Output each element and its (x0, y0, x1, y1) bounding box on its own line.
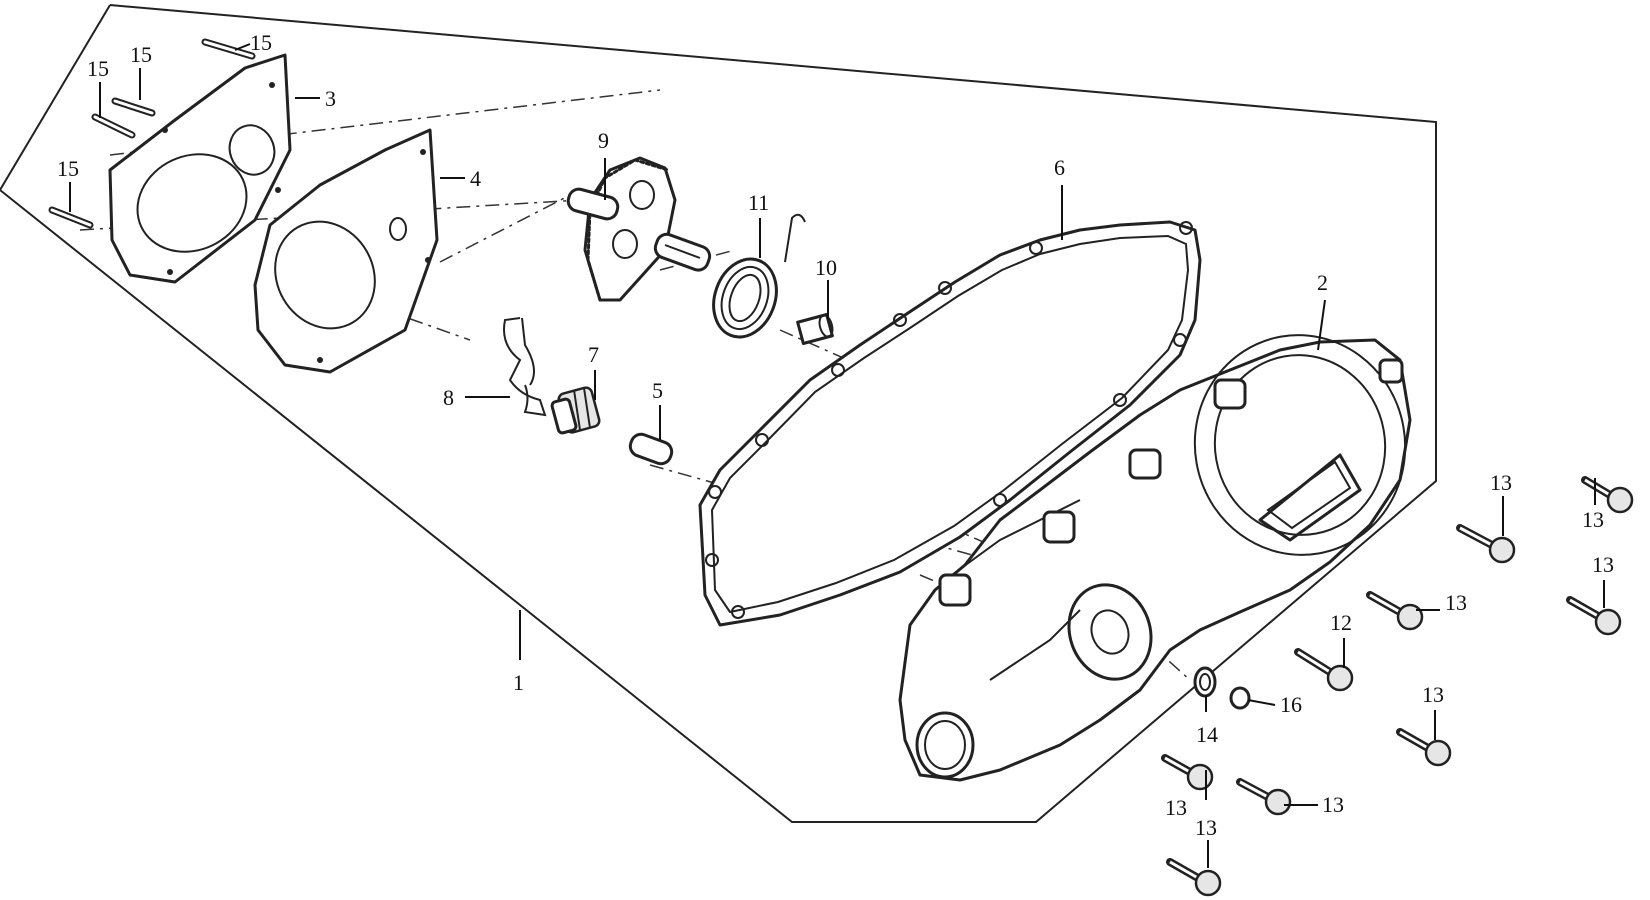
bolt-13-f (1161, 754, 1214, 791)
bolt-13-d (1566, 596, 1622, 636)
callout-6: 6 (1054, 155, 1065, 180)
callout-13e: 13 (1422, 682, 1444, 707)
part-4-gasket (253, 128, 439, 374)
callout-8: 8 (443, 385, 454, 410)
screw-15-mid (91, 113, 136, 139)
screw-15-top (201, 38, 256, 60)
callout-13b: 13 (1582, 507, 1604, 532)
part-6-gasket (698, 220, 1202, 627)
callout-9: 9 (598, 128, 609, 153)
callout-15b: 15 (130, 42, 152, 67)
part-7-pinion (550, 386, 601, 435)
part-14-washer (1193, 666, 1217, 698)
callout-15d: 15 (57, 156, 79, 181)
part-10-bushing (796, 312, 834, 346)
callout-labels: 1 2 3 4 5 6 7 8 9 10 11 12 13 13 13 13 1… (57, 30, 1614, 840)
part-15-screws (48, 38, 256, 229)
assembly-1-boundary (0, 4, 1437, 823)
callout-13f: 13 (1165, 795, 1187, 820)
callout-13g: 13 (1322, 792, 1344, 817)
part-5-pin (628, 432, 674, 466)
callout-3: 3 (325, 86, 336, 111)
leader-lines (69, 43, 1605, 868)
callout-4: 4 (470, 166, 481, 191)
part-11-spring (712, 213, 806, 339)
callout-15c: 15 (87, 56, 109, 81)
callout-13a: 13 (1490, 470, 1512, 495)
callout-7: 7 (588, 342, 599, 367)
callout-15a: 15 (250, 30, 272, 55)
bolts (1161, 476, 1634, 897)
screw-15-lower (48, 206, 94, 229)
bolt-12 (1294, 648, 1354, 692)
part-3-plate (108, 53, 292, 284)
callout-14: 14 (1196, 722, 1218, 747)
bolt-13-a (1456, 524, 1516, 564)
callout-11: 11 (748, 190, 769, 215)
callout-13d: 13 (1592, 552, 1614, 577)
callout-12: 12 (1330, 610, 1352, 635)
part-16-oring (1229, 686, 1251, 710)
screw-15-upper (111, 97, 156, 117)
part-2-crankcase-cover (898, 334, 1412, 782)
bolt-13-c (1366, 591, 1424, 631)
callout-10: 10 (815, 255, 837, 280)
bolt-13-e (1396, 728, 1452, 767)
callout-2: 2 (1317, 270, 1328, 295)
callout-13h: 13 (1195, 815, 1217, 840)
bolt-13-b (1581, 476, 1634, 514)
callout-16: 16 (1280, 692, 1302, 717)
part-8-clip (503, 317, 547, 417)
bolt-13-g (1236, 778, 1292, 816)
callout-13c: 13 (1445, 590, 1467, 615)
part-9-kick-gear (566, 156, 712, 302)
callout-1: 1 (513, 670, 524, 695)
callout-5: 5 (652, 378, 663, 403)
bolt-13-h (1166, 858, 1222, 897)
